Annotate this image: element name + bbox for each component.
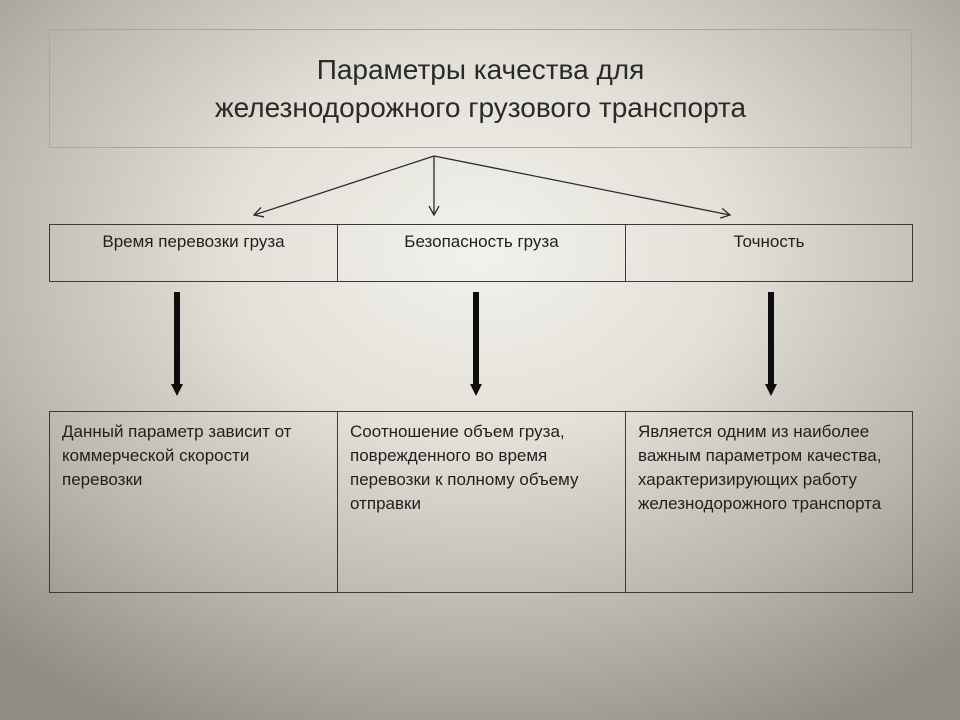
description-accuracy: Является одним из наиболее важным параме… [638,422,882,513]
branch-arrow-left [252,155,435,218]
descriptions-row: Данный параметр зависит от коммерческой … [49,411,913,593]
description-cargo-safety: Соотношение объем груза, поврежденного в… [338,412,626,592]
branch-arrow-right [433,155,732,219]
title-box: Параметры качества для железнодорожного … [49,29,912,148]
down-arrow-3 [765,292,777,396]
diagram-title: Параметры качества для железнодорожного … [214,53,747,123]
parameter-accuracy: Точность [733,232,805,251]
down-arrow-1 [171,292,183,396]
description-delivery-time: Данный параметр зависит от коммерческой … [50,412,338,592]
parameter-delivery-time: Время перевозки груза [50,225,338,281]
down-arrow-2 [470,292,482,396]
parameters-row: Время перевозки груза Безопасность груза… [49,224,913,282]
parameter-cargo-safety: Безопасность груза [338,225,626,281]
